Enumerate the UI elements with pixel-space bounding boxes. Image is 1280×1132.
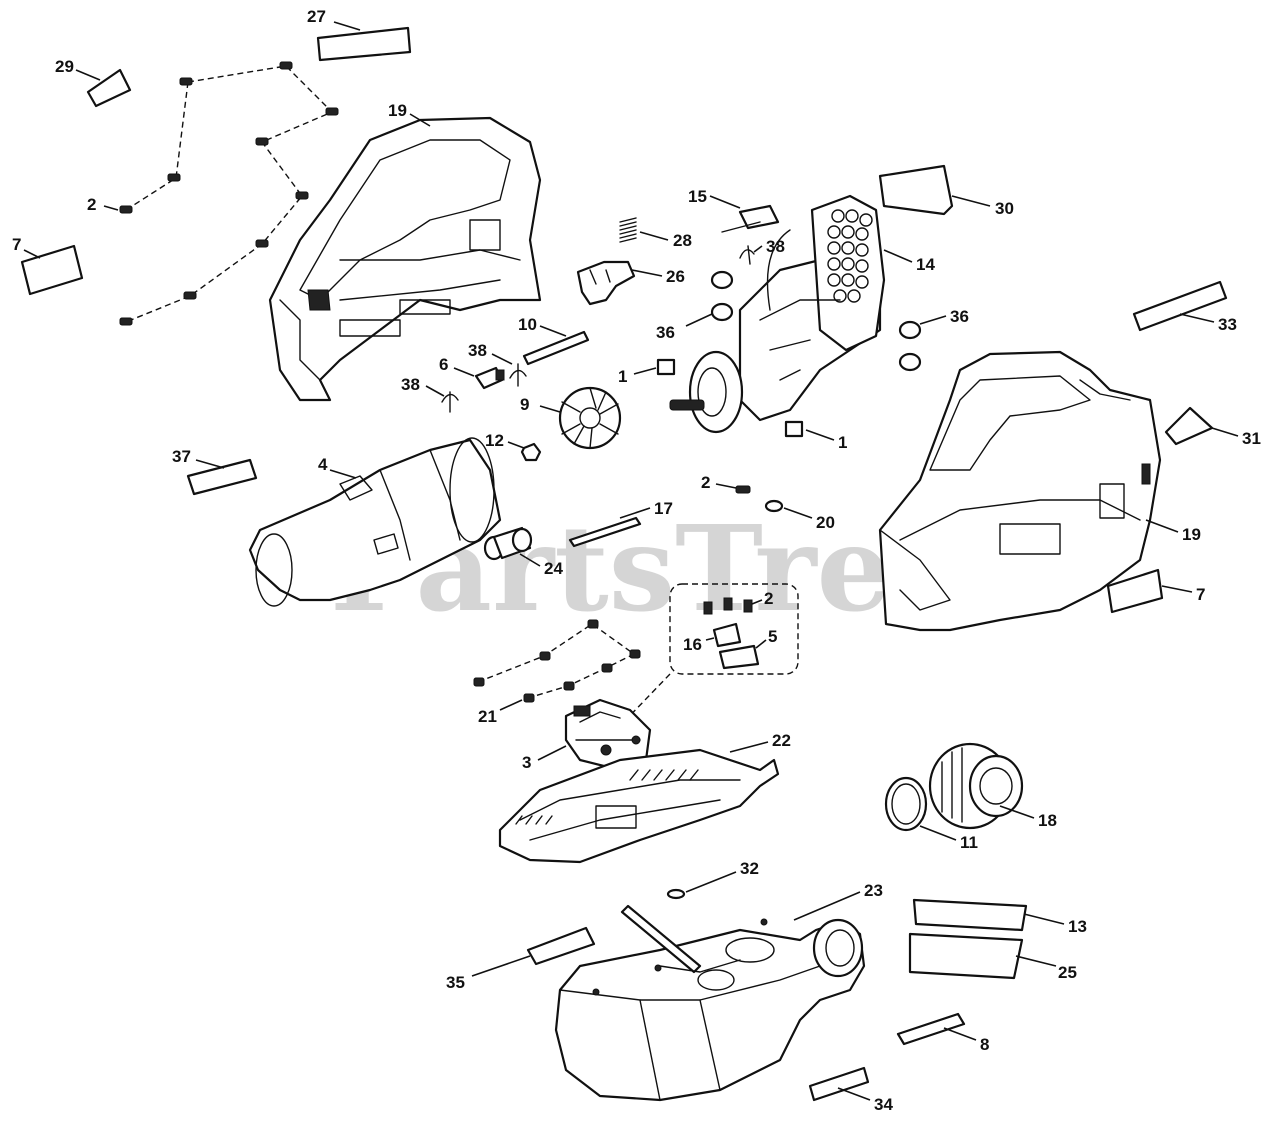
washer-32: 32 (666, 859, 759, 900)
callout-1-lower: 1 (838, 433, 847, 452)
callout-36-right: 36 (950, 307, 969, 326)
callout-29: 29 (55, 57, 74, 76)
callout-15: 15 (688, 187, 707, 206)
callout-33: 33 (1218, 315, 1237, 334)
callout-12: 12 (485, 431, 504, 450)
callout-24: 24 (544, 559, 563, 578)
callout-5: 5 (768, 627, 777, 646)
bearing-6: 6 (439, 355, 505, 390)
micro-switch-15: 15 (688, 187, 780, 233)
callout-2-switch: 2 (764, 589, 773, 608)
label-decal-33: 33 (1132, 280, 1237, 334)
callout-13: 13 (1068, 917, 1087, 936)
o-ring-11: 11 (884, 776, 978, 852)
callout-34: 34 (874, 1095, 893, 1114)
callout-32: 32 (740, 859, 759, 878)
callout-19-right: 19 (1182, 525, 1201, 544)
screw-2-middle: 2 (701, 473, 751, 494)
callout-21: 21 (478, 707, 497, 726)
base-plate-22: 22 (498, 731, 791, 864)
pad-1-lower: 1 (784, 420, 847, 452)
blower-nozzle-tube-4: 4 (248, 437, 502, 607)
right-housing-half: 19 (878, 350, 1201, 632)
callout-1-upper: 1 (618, 367, 627, 386)
callout-35: 35 (446, 973, 465, 992)
fan-impeller-9: 9 (520, 386, 622, 450)
callout-37: 37 (172, 447, 191, 466)
callout-31: 31 (1242, 429, 1261, 448)
left-housing-half: 19 (268, 101, 542, 402)
spring-28: 28 (619, 217, 692, 250)
callout-38-lower: 38 (401, 375, 420, 394)
callout-26: 26 (666, 267, 685, 286)
clip-38-middle: 38 (468, 341, 527, 387)
callout-7-left: 7 (12, 235, 21, 254)
label-decal-8: 8 (896, 1012, 989, 1054)
callout-36-left: 36 (656, 323, 675, 342)
callout-17: 17 (654, 499, 673, 518)
callout-4: 4 (318, 455, 328, 474)
callout-2-top: 2 (87, 195, 96, 214)
callout-6: 6 (439, 355, 448, 374)
callout-18: 18 (1038, 811, 1057, 830)
label-decal-31: 31 (1164, 406, 1261, 448)
label-decal-13: 13 (912, 898, 1087, 936)
callout-16: 16 (683, 635, 702, 654)
callout-19-left: 19 (388, 101, 407, 120)
rod-17: 17 (568, 499, 673, 548)
callout-7-right: 7 (1196, 585, 1205, 604)
rubber-bumper-36-left: 36 (656, 270, 734, 342)
label-decal-37: 37 (172, 447, 258, 496)
coupler-24: 24 (483, 526, 563, 578)
callout-14: 14 (916, 255, 935, 274)
nut-12: 12 (485, 431, 542, 462)
switch-housing-3: 3 (522, 698, 652, 772)
label-decal-7-right: 7 (1106, 568, 1205, 614)
pin-10: 10 (518, 315, 590, 366)
label-decal-25: 25 (908, 932, 1077, 982)
clip-38-lower: 38 (401, 375, 459, 413)
trigger-26: 26 (576, 260, 685, 306)
label-decal-34: 34 (808, 1066, 893, 1114)
fuel-tank-23: 23 (554, 881, 883, 1102)
callout-8: 8 (980, 1035, 989, 1054)
callout-11: 11 (960, 833, 978, 852)
rubber-bumper-36-right: 36 (898, 307, 969, 372)
callout-38-middle: 38 (468, 341, 487, 360)
label-decal-30: 30 (878, 164, 1014, 218)
callout-27: 27 (307, 7, 326, 26)
washer-20: 20 (764, 499, 835, 532)
motor-assembly: 14 (669, 194, 935, 434)
screw-pattern-left-housing: 2 (87, 61, 339, 326)
callout-25: 25 (1058, 963, 1077, 982)
label-decal-35: 35 (446, 926, 596, 992)
pad-1-upper: 1 (618, 358, 676, 386)
callout-22: 22 (772, 731, 791, 750)
callout-2-middle: 2 (701, 473, 710, 492)
callout-30: 30 (995, 199, 1014, 218)
label-decal-7-left: 7 (12, 235, 84, 296)
callout-28: 28 (673, 231, 692, 250)
label-decal-29: 29 (55, 57, 132, 108)
callout-10: 10 (518, 315, 537, 334)
label-decal-27: 27 (307, 7, 412, 62)
screw-pattern-21: 21 (473, 619, 641, 726)
callout-23: 23 (864, 881, 883, 900)
fuel-cap-18: 18 (928, 742, 1057, 830)
callout-3: 3 (522, 753, 531, 772)
callout-20: 20 (816, 513, 835, 532)
callout-9: 9 (520, 395, 529, 414)
